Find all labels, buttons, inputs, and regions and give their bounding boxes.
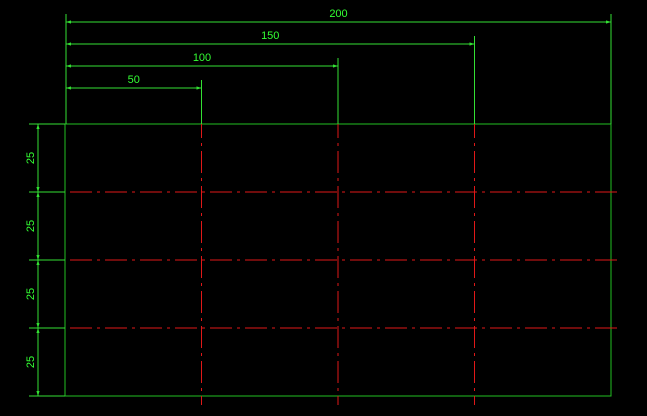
dimension-arrow [66,42,71,46]
vertical-dimension-label: 25 [25,288,37,300]
dimension-arrow [36,260,40,265]
dimension-arrow [36,192,40,197]
dimension-arrow [66,20,71,24]
dimension-arrow [469,42,475,46]
dimension-label-200: 200 [329,8,347,20]
dimension-arrow [196,86,202,90]
dimension-arrow [66,64,71,68]
dimension-label-50: 50 [128,74,140,86]
vertical-dimension-label: 25 [25,356,37,368]
dimension-arrow [36,255,40,260]
vertical-dimension-label: 25 [25,220,37,232]
dimension-label-100: 100 [193,52,211,64]
dimension-arrow [333,64,338,68]
dimension-arrow [36,391,40,396]
dimension-arrow [36,328,40,333]
dimension-arrow [606,20,611,24]
centerline-layer [35,116,621,405]
dimension-label-150: 150 [261,30,279,42]
horizontal-dimension-layer: 50 100 150 200 [65,8,612,124]
dimension-arrow [36,323,40,328]
dimension-arrow [36,124,40,129]
vertical-dimension-label: 25 [25,152,37,164]
vertical-dimension-layer: 25 25 25 25 [25,123,65,397]
dimension-arrow [36,187,40,192]
dimension-arrow [66,86,71,90]
